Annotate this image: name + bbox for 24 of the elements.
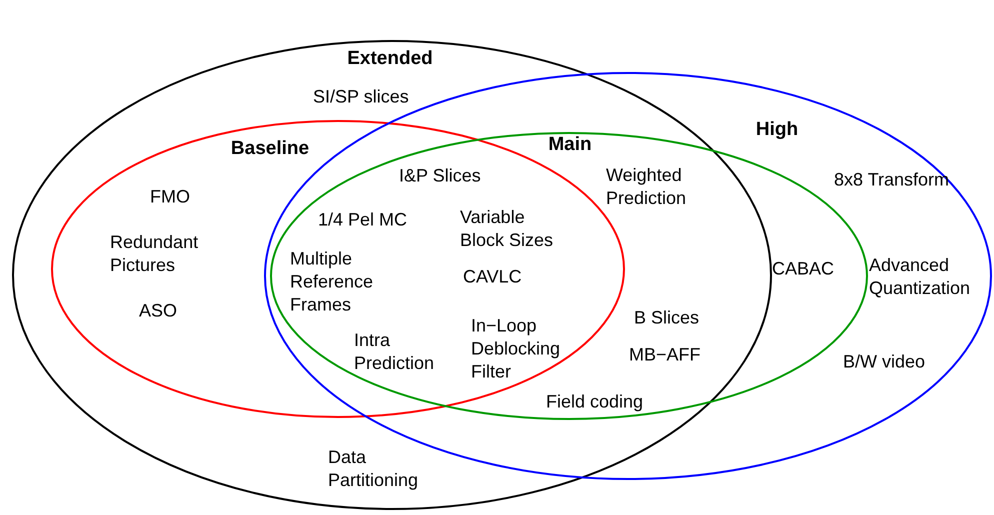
feature-label: B/W video — [843, 350, 926, 374]
feature-label: Advanced Quantization — [869, 254, 972, 300]
feature-label: In−Loop Deblocking Filter — [471, 314, 562, 384]
feature-label: I&P Slices — [399, 164, 481, 188]
feature-label: Intra Prediction — [354, 329, 436, 375]
set-title: Main — [548, 134, 592, 156]
feature-label: Field coding — [546, 390, 644, 414]
feature-label: 1/4 Pel MC — [318, 208, 408, 232]
feature-label: 8x8 Transform — [834, 168, 950, 192]
feature-label: MB−AFF — [629, 344, 701, 366]
set-title: Baseline — [230, 138, 310, 160]
feature-label: Variable Block Sizes — [460, 206, 554, 252]
set-title: Extended — [347, 48, 433, 70]
feature-label: Weighted Prediction — [606, 164, 688, 210]
feature-label: Redundant Pictures — [110, 231, 200, 277]
feature-label: CAVLC — [463, 266, 522, 288]
feature-label: SI/SP slices — [313, 86, 409, 108]
feature-label: Data Partitioning — [328, 446, 420, 492]
feature-label: Multiple Reference Frames — [290, 248, 374, 316]
feature-label: FMO — [150, 186, 190, 208]
feature-label: B Slices — [634, 306, 700, 330]
set-title: High — [756, 119, 798, 141]
feature-label: CABAC — [772, 258, 834, 280]
feature-label: ASO — [139, 300, 178, 322]
